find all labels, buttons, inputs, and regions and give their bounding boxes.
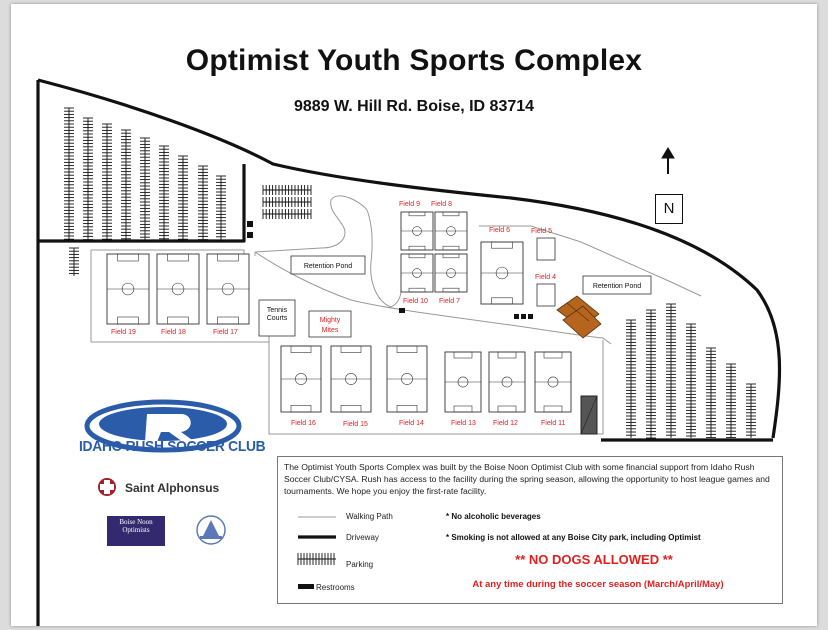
saint-alphonsus-logo-text: Saint Alphonsus bbox=[125, 481, 220, 495]
field-11-label: Field 11 bbox=[541, 420, 565, 427]
walking-path-east bbox=[479, 225, 702, 297]
parking-row-west-5 bbox=[140, 137, 150, 242]
parking-row-east-5 bbox=[706, 347, 716, 439]
field-19-label: Field 19 bbox=[111, 329, 136, 336]
field-8-label: Field 8 bbox=[431, 201, 452, 208]
tennis-courts-label-1: Tennis bbox=[267, 307, 288, 314]
field-7-pitch bbox=[434, 253, 468, 293]
field-10-pitch bbox=[400, 253, 434, 293]
parking-row-west-4 bbox=[121, 129, 131, 243]
rush-logo-graphic bbox=[84, 399, 242, 453]
field-7-label: Field 7 bbox=[439, 298, 460, 305]
field-8-pitch bbox=[434, 211, 468, 251]
season-notice: At any time during the soccer season (Ma… bbox=[472, 579, 724, 590]
field-12-pitch bbox=[488, 351, 526, 413]
parking-row-east-3 bbox=[666, 303, 676, 438]
tennis-courts-box bbox=[258, 299, 296, 337]
seal-logo-graphic bbox=[196, 515, 226, 545]
legend-driveway: Driveway bbox=[346, 533, 379, 542]
legend-restrooms: Restrooms bbox=[316, 583, 355, 592]
field-4-pitch bbox=[536, 283, 556, 307]
parking-row-west-9 bbox=[216, 175, 226, 242]
field-18-pitch bbox=[156, 253, 200, 325]
map-sheet: Field 9 Field 8 Field 10 Field 7 Field 6 Fiel… bbox=[11, 4, 817, 626]
parking-row-west-8 bbox=[198, 165, 208, 242]
parking-row-west-7 bbox=[178, 155, 188, 242]
field-5-label: Field 5 bbox=[531, 228, 552, 235]
parking-row-west-3 bbox=[102, 123, 112, 242]
field-10-label: Field 10 bbox=[403, 298, 428, 305]
no-dogs-notice: ** NO DOGS ALLOWED ** bbox=[515, 552, 673, 567]
driveway-north bbox=[37, 78, 782, 439]
legend-symbols bbox=[297, 516, 336, 589]
parking-row-east-1 bbox=[626, 319, 636, 438]
north-indicator: N bbox=[655, 194, 683, 224]
pavilion-building bbox=[556, 295, 602, 339]
field-11-pitch bbox=[534, 351, 572, 413]
retention-pond-west-box bbox=[290, 255, 366, 275]
legend-walking-path: Walking Path bbox=[346, 512, 393, 521]
address: 9889 W. Hill Rd. Boise, ID 83714 bbox=[293, 98, 535, 115]
boise-noon-logo: Boise Noon Optimists bbox=[107, 516, 165, 546]
field-17-pitch bbox=[206, 253, 250, 325]
field-14-label: Field 14 bbox=[399, 420, 424, 427]
parking-row-west-2 bbox=[83, 117, 93, 242]
field-15-label: Field 15 bbox=[343, 421, 368, 428]
retention-pond-east-label: Retention Pond bbox=[593, 283, 641, 290]
parking-row-east-4 bbox=[686, 323, 696, 438]
legend-parking: Parking bbox=[346, 560, 374, 569]
parking-row-north bbox=[262, 185, 312, 219]
parking-row-west-lower bbox=[69, 247, 79, 276]
walking-path-loop bbox=[254, 195, 612, 345]
parking-row-east-2 bbox=[646, 309, 656, 439]
north-arrow bbox=[661, 147, 675, 174]
mighty-mites-label-2: Mites bbox=[322, 327, 339, 334]
parking-row-east-7 bbox=[746, 383, 756, 438]
parking-row-west-1 bbox=[64, 107, 74, 242]
rush-logo-text: IDAHO RUSH SOCCER CLUB bbox=[79, 438, 266, 455]
field-4-label: Field 4 bbox=[535, 274, 556, 281]
parking-row-west-6 bbox=[159, 145, 169, 243]
note-alcohol: * No alcoholic beverages bbox=[446, 512, 541, 521]
field-6-pitch bbox=[480, 241, 524, 305]
legend-panel: The Optimist Youth Sports Complex was bu… bbox=[277, 456, 783, 604]
field-13-pitch bbox=[444, 351, 482, 413]
field-6-label: Field 6 bbox=[489, 227, 510, 234]
page-title: Optimist Youth Sports Complex bbox=[185, 44, 643, 77]
tennis-courts-label-2: Courts bbox=[267, 315, 288, 322]
parking-row-east-6 bbox=[726, 363, 736, 439]
field-9-pitch bbox=[400, 211, 434, 251]
site-map: Field 9 Field 8 Field 10 Field 7 Field 6 Fiel… bbox=[36, 78, 782, 626]
note-smoking: * Smoking is not allowed at any Boise Ci… bbox=[446, 533, 701, 542]
field-19-pitch bbox=[106, 253, 150, 325]
field-16-pitch bbox=[280, 345, 322, 413]
field-9-label: Field 9 bbox=[399, 201, 420, 208]
mighty-mites-label-1: Mighty bbox=[320, 317, 341, 324]
field-18-label: Field 18 bbox=[161, 329, 186, 336]
field-13-label: Field 13 bbox=[451, 420, 476, 427]
field-16-label: Field 16 bbox=[291, 420, 316, 427]
field-17-label: Field 17 bbox=[213, 329, 238, 336]
field-14-pitch bbox=[386, 345, 428, 413]
field-12-label: Field 12 bbox=[493, 420, 518, 427]
retention-pond-east-box bbox=[582, 275, 652, 295]
field-5-pitch bbox=[536, 237, 556, 261]
saint-alphonsus-logo-graphic bbox=[98, 478, 116, 496]
mighty-mites-box bbox=[308, 310, 352, 338]
legend-description: The Optimist Youth Sports Complex was bu… bbox=[284, 462, 770, 496]
retention-pond-west-label: Retention Pond bbox=[304, 263, 352, 270]
field-15-pitch bbox=[330, 345, 372, 413]
